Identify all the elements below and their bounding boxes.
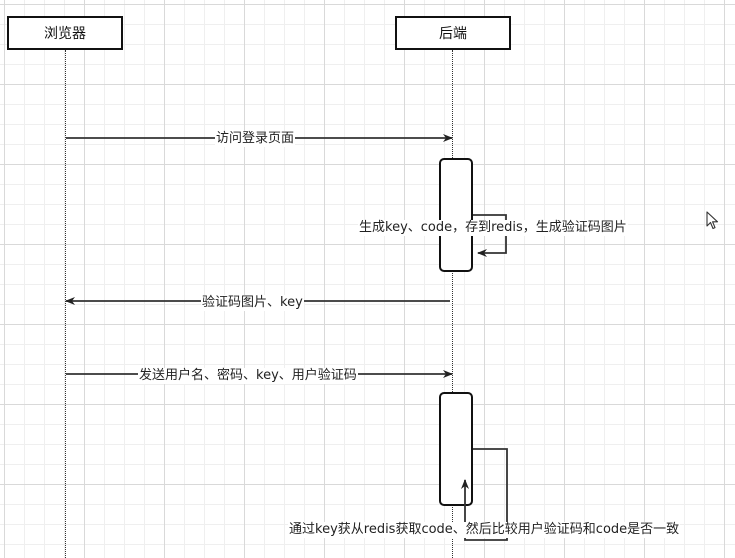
mouse-cursor-icon [706, 211, 719, 230]
message-label-verify: 通过key获从redis获取code、然后比较用户验证码和code是否一致 [288, 522, 681, 538]
message-label-generate: 生成key、code，存到redis，生成验证码图片 [358, 220, 628, 236]
activation-box-1[interactable] [439, 158, 473, 272]
message-label-visit-login: 访问登录页面 [215, 131, 296, 147]
participant-browser-label: 浏览器 [44, 26, 86, 42]
message-label-return-captcha: 验证码图片、key [201, 295, 304, 311]
arrow-self-verify [461, 448, 508, 541]
participant-backend-label: 后端 [439, 26, 467, 42]
participant-backend[interactable]: 后端 [395, 16, 511, 50]
participant-browser[interactable]: 浏览器 [7, 16, 123, 50]
message-label-send-credentials: 发送用户名、密码、key、用户验证码 [138, 368, 358, 384]
activation-box-2[interactable] [439, 392, 473, 506]
lifeline-backend [452, 50, 453, 558]
